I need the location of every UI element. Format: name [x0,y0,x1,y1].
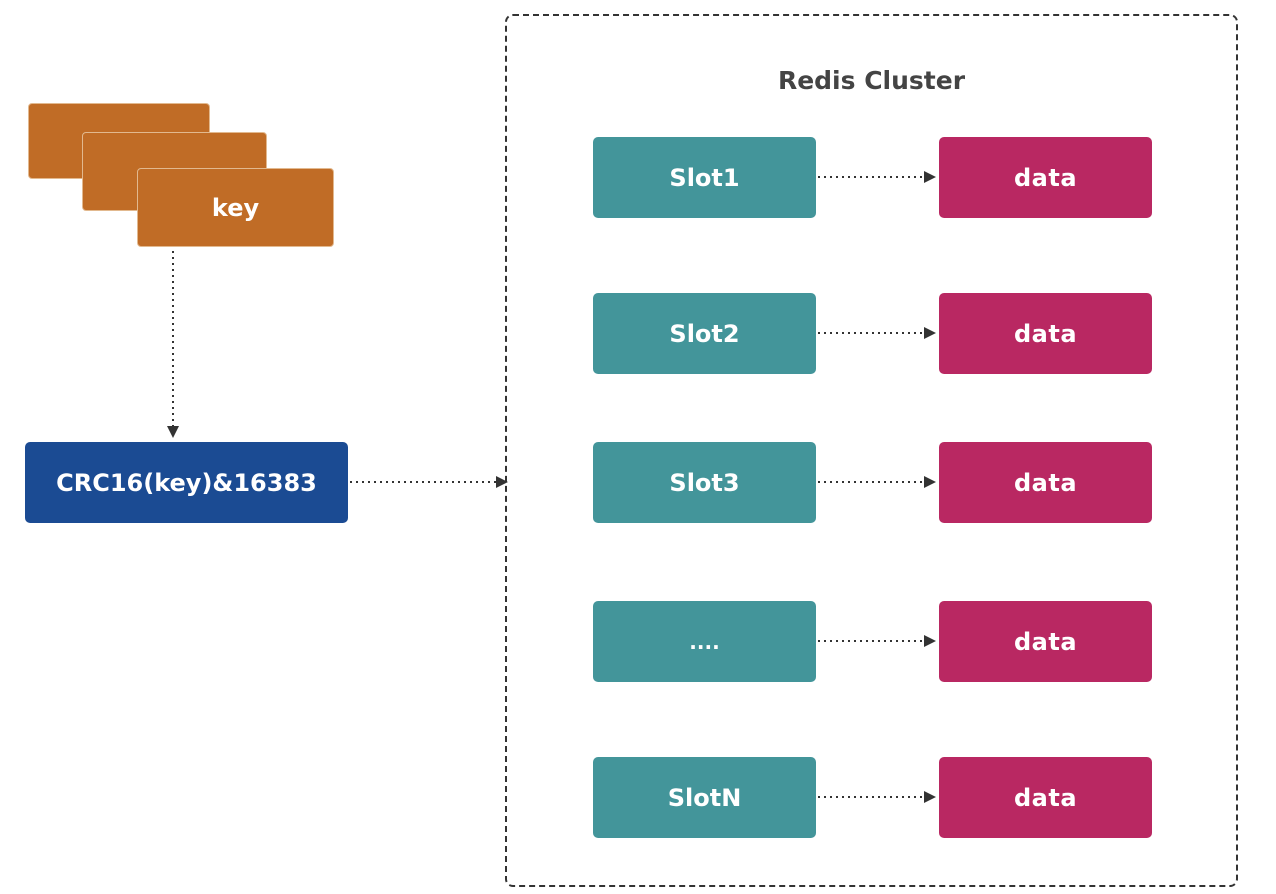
slot-label: Slot3 [669,468,740,497]
redis-cluster-container [505,14,1238,887]
slot-box-n: SlotN [593,757,816,838]
hash-function-label: CRC16(key)&16383 [56,468,317,497]
data-label: data [1013,468,1078,497]
slot-box-3: Slot3 [593,442,816,523]
slot-label: .... [689,629,720,654]
data-label: data [1013,783,1078,812]
data-box-3: data [939,442,1152,523]
data-label: data [1013,319,1078,348]
slot-label: Slot1 [669,163,740,192]
data-box-4: data [939,601,1152,682]
key-label: key [211,193,260,222]
slot-box-ellipsis: .... [593,601,816,682]
slot-box-1: Slot1 [593,137,816,218]
redis-cluster-title: Redis Cluster [777,66,966,95]
data-box-1: data [939,137,1152,218]
data-box-2: data [939,293,1152,374]
data-label: data [1013,163,1078,192]
data-box-n: data [939,757,1152,838]
key-card-front: key [137,168,334,247]
slot-box-2: Slot2 [593,293,816,374]
slot-label: Slot2 [669,319,740,348]
slot-label: SlotN [667,783,742,812]
hash-function-box: CRC16(key)&16383 [25,442,348,523]
data-label: data [1013,627,1078,656]
